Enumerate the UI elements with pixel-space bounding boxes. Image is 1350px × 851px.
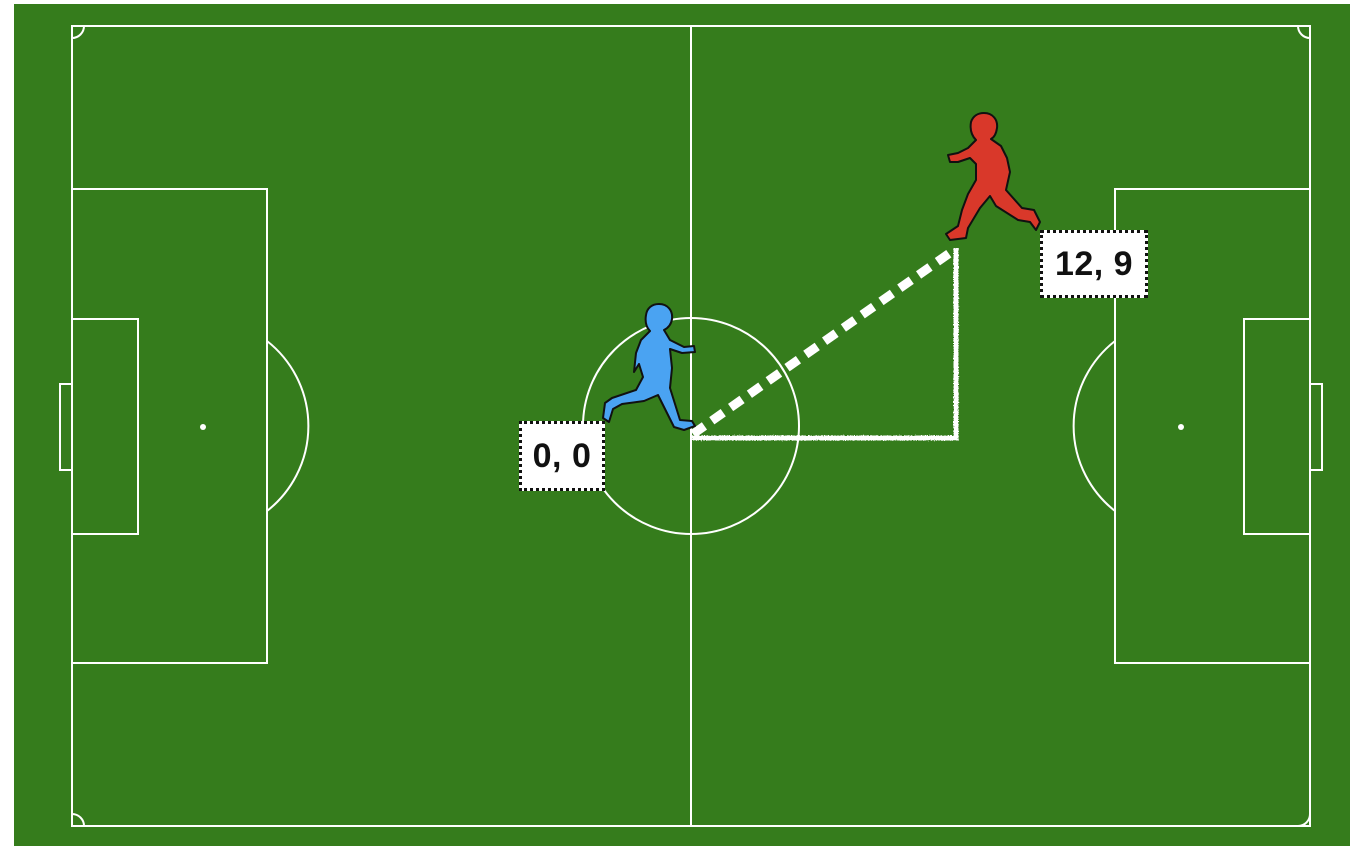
red-player-coordinate-label: 12, 9 [1040,230,1148,298]
left-penalty-spot [200,424,206,430]
right-penalty-spot [1178,424,1184,430]
blue-player-coordinate-label: 0, 0 [519,421,605,491]
